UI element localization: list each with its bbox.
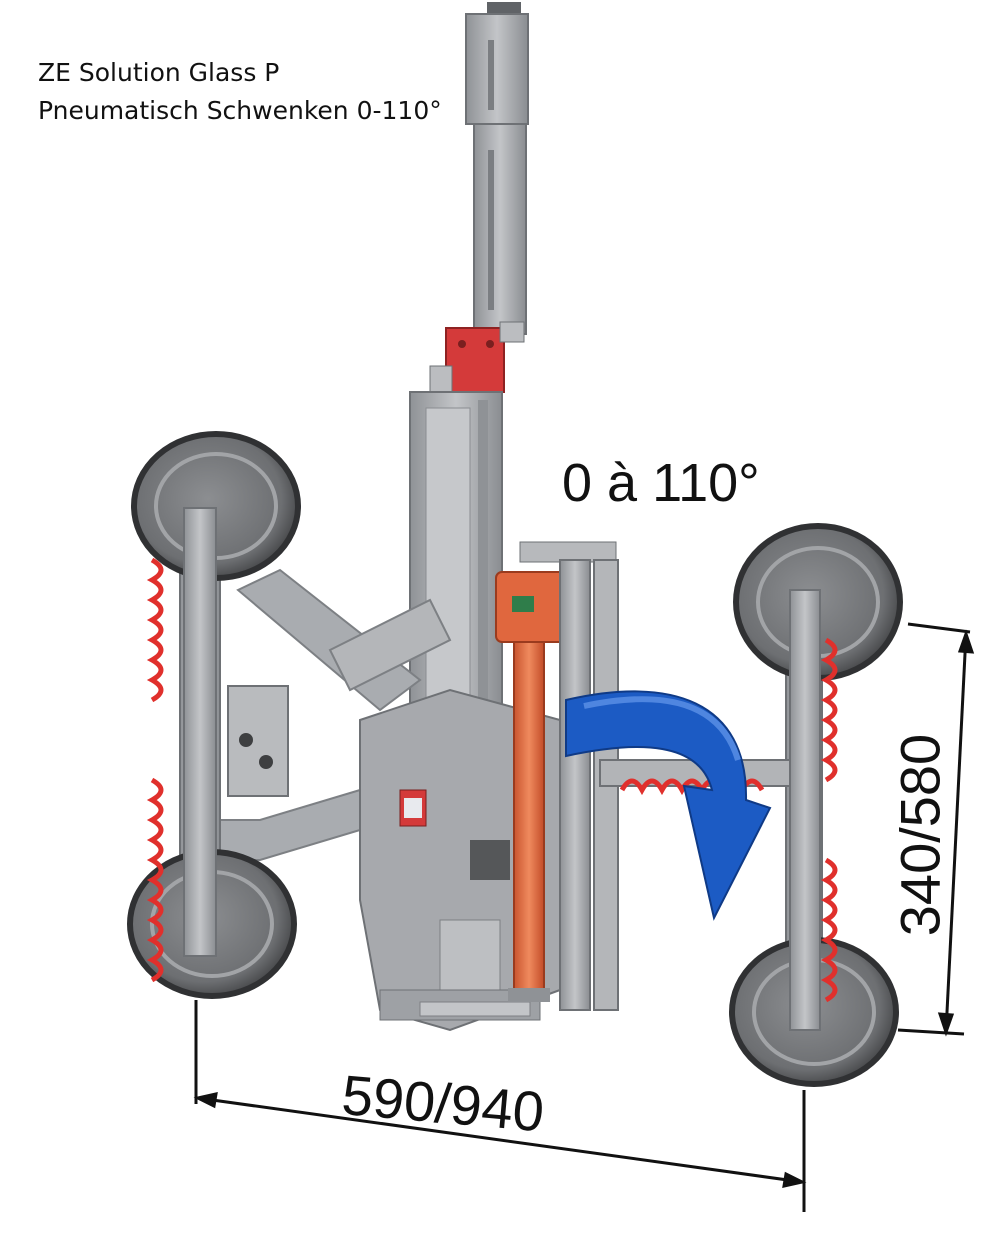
height-dimension bbox=[897, 622, 975, 1037]
telescopic-column bbox=[465, 2, 529, 335]
right-frame-front bbox=[789, 589, 821, 1031]
vacuum-hoses bbox=[146, 557, 838, 1003]
main-housing bbox=[409, 391, 503, 713]
height-dimension-label: 340/580 bbox=[888, 733, 952, 937]
red-clamp bbox=[429, 321, 525, 393]
rotation-angle-label: 0 à 110° bbox=[562, 453, 760, 513]
product-subtitle: Pneumatisch Schwenken 0-110° bbox=[38, 96, 442, 125]
left-frame-front bbox=[183, 507, 217, 957]
product-title: ZE Solution Glass P bbox=[38, 58, 280, 87]
base-block bbox=[359, 688, 561, 1032]
curved-rotation-arrow-icon bbox=[565, 690, 772, 921]
left-cross-arms bbox=[209, 568, 452, 861]
width-dimension bbox=[193, 1000, 807, 1212]
